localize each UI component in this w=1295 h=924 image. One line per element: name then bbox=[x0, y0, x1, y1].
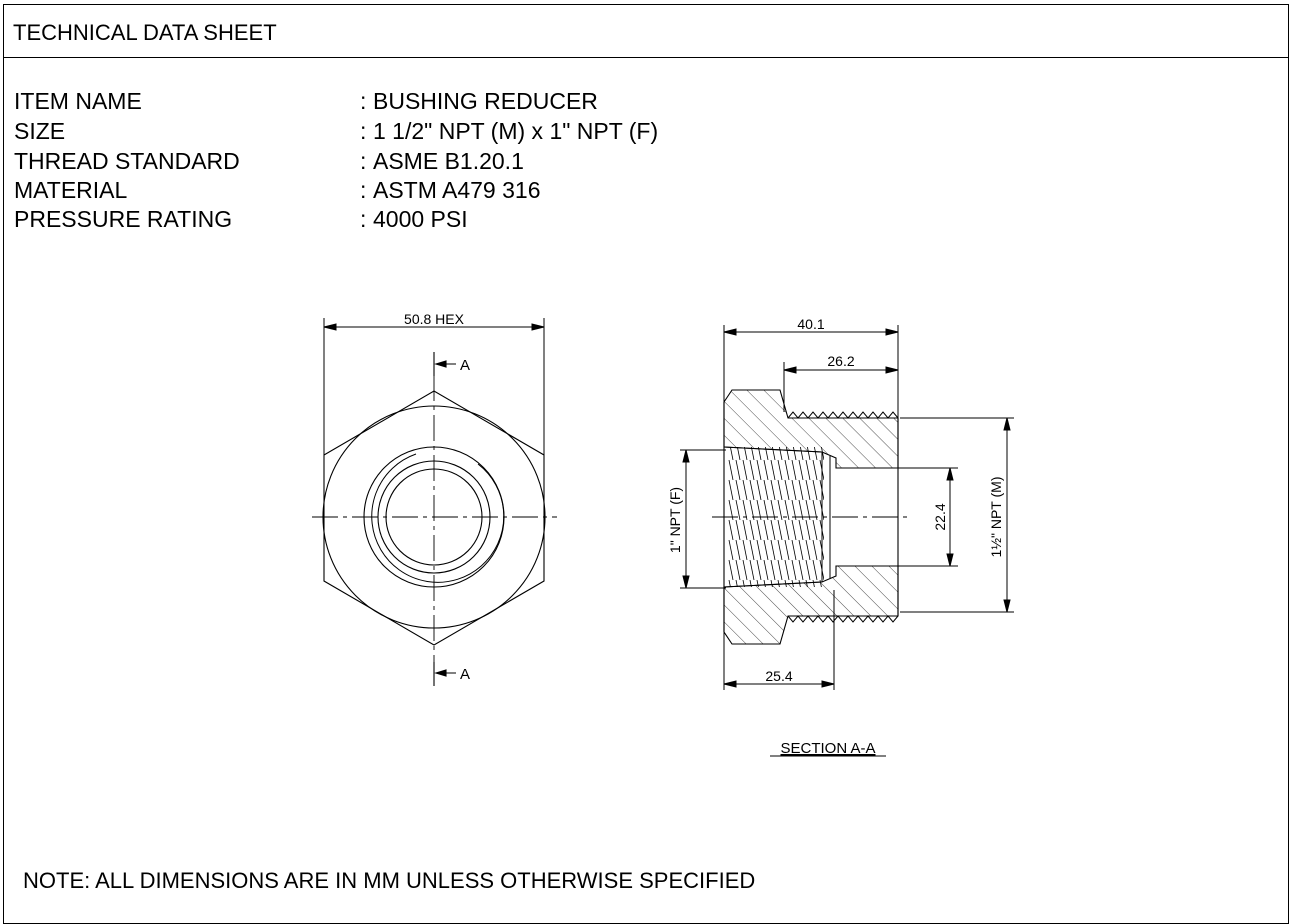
male-thread-length-label: 26.2 bbox=[827, 353, 854, 369]
dimension-note: NOTE: ALL DIMENSIONS ARE IN MM UNLESS OT… bbox=[23, 868, 756, 893]
section-marker-top bbox=[433, 352, 456, 376]
male-thread-dimension bbox=[900, 417, 1014, 613]
spec-label-item-name: ITEM NAME bbox=[14, 88, 142, 114]
female-depth-dimension bbox=[723, 590, 835, 690]
hex-width-label: 50.8 HEX bbox=[404, 311, 465, 327]
spec-colon: : bbox=[360, 148, 367, 174]
section-letter-bottom: A bbox=[460, 666, 470, 683]
spec-colon: : bbox=[360, 88, 367, 114]
spec-value-item-name: BUSHING REDUCER bbox=[373, 88, 598, 114]
section-letter-top: A bbox=[460, 357, 470, 374]
section-marker-bottom bbox=[433, 662, 456, 686]
spec-value-thread-standard: ASME B1.20.1 bbox=[373, 148, 524, 174]
sheet-title: TECHNICAL DATA SHEET bbox=[13, 20, 277, 45]
male-thread-bottom bbox=[787, 615, 899, 623]
spec-value-pressure-rating: 4000 PSI bbox=[373, 206, 468, 232]
male-thread-top bbox=[787, 411, 899, 419]
female-thread-dimension bbox=[680, 449, 726, 589]
spec-label-material: MATERIAL bbox=[14, 177, 128, 203]
spec-colon: : bbox=[360, 206, 367, 232]
male-thread-label: 1½" NPT (M) bbox=[988, 477, 1004, 558]
bore-diameter-dimension bbox=[898, 467, 958, 567]
spec-colon: : bbox=[360, 118, 367, 144]
female-thread-label: 1" NPT (F) bbox=[667, 487, 683, 553]
male-thread-length-dimension bbox=[783, 362, 899, 412]
spec-colon: : bbox=[360, 177, 367, 203]
spec-value-size: 1 1/2" NPT (M) x 1" NPT (F) bbox=[373, 118, 659, 144]
section-title: SECTION A-A bbox=[780, 740, 875, 757]
spec-label-thread-standard: THREAD STANDARD bbox=[14, 148, 240, 174]
female-depth-label: 25.4 bbox=[765, 668, 792, 684]
overall-length-dimension bbox=[723, 325, 899, 418]
thread-root-arc bbox=[371, 453, 505, 583]
hex-width-dimension bbox=[323, 318, 545, 455]
spec-label-size: SIZE bbox=[14, 118, 66, 144]
spec-value-material: ASTM A479 316 bbox=[373, 177, 541, 203]
front-centerlines bbox=[312, 375, 557, 662]
overall-length-label: 40.1 bbox=[797, 316, 824, 332]
bore-diameter-label: 22.4 bbox=[932, 503, 948, 530]
section-view bbox=[723, 389, 899, 645]
title-bar: TECHNICAL DATA SHEET bbox=[3, 4, 1289, 58]
spec-label-pressure-rating: PRESSURE RATING bbox=[14, 206, 233, 232]
